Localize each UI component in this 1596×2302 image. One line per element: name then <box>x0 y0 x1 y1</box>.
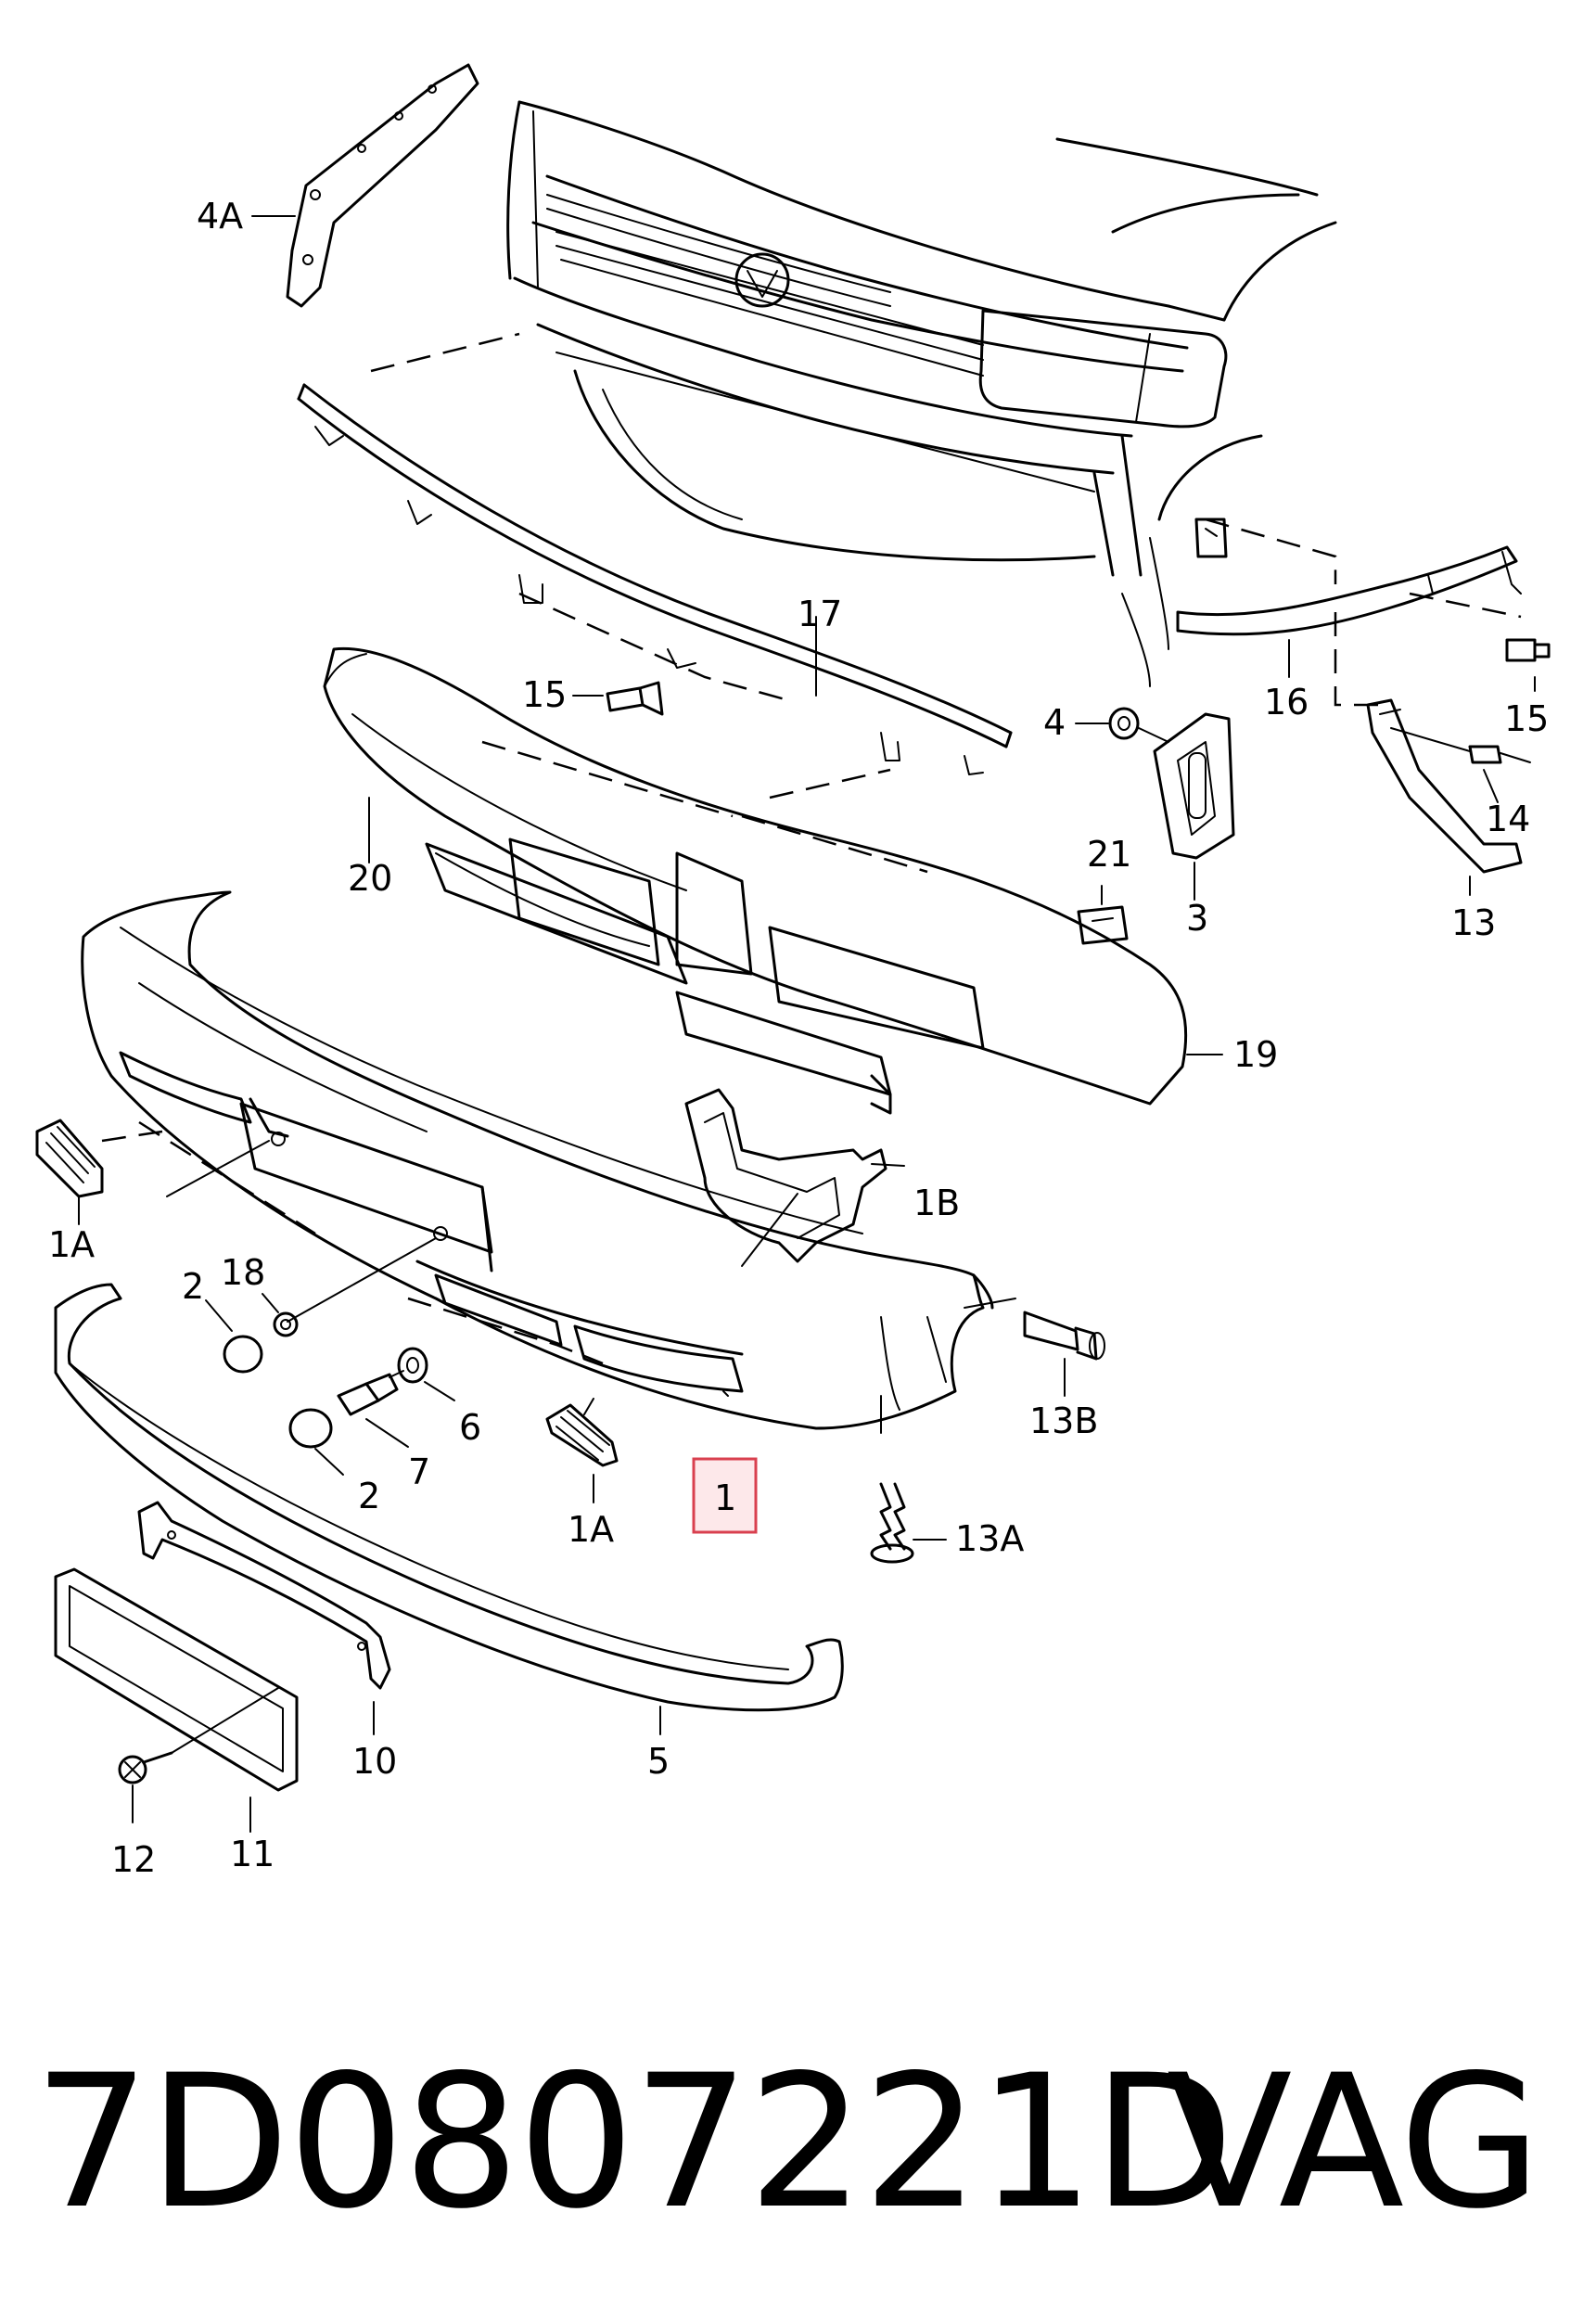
screw-12 <box>118 1687 279 1823</box>
bracket-3 <box>1153 712 1235 901</box>
highlight-box <box>692 1457 758 1534</box>
label-20: 20 <box>348 858 392 899</box>
exploded-parts-diagram: 4A 17 15 4 16 15 14 3 13 20 21 19 1B 1A … <box>35 63 1551 1880</box>
bolt-15-left <box>572 681 664 716</box>
plate-frame-11 <box>54 1567 299 1833</box>
label-4: 4 <box>1043 702 1066 743</box>
footer-caption: 7D0807221D VAG <box>33 2027 1573 2258</box>
label-15-left: 15 <box>522 674 567 715</box>
label-12: 12 <box>111 1839 156 1880</box>
grille-1a-right <box>545 1398 619 1503</box>
label-21: 21 <box>1087 834 1131 875</box>
label-2-lower: 2 <box>358 1476 380 1516</box>
plate-holder-10 <box>137 1501 391 1735</box>
grille-1a-left <box>35 1119 163 1225</box>
label-19: 19 <box>1233 1034 1278 1075</box>
grommet-4 <box>1075 707 1169 743</box>
washer-6 <box>397 1347 455 1401</box>
label-1a-right: 1A <box>568 1509 614 1550</box>
label-4a: 4A <box>197 196 243 237</box>
bracket-1b <box>684 1088 905 1267</box>
bolt-7 <box>337 1370 409 1448</box>
brand-name: VAG <box>1167 2035 1541 2249</box>
label-13b: 13B <box>1029 1400 1098 1441</box>
label-17: 17 <box>798 594 842 634</box>
callout-labels: 4A 17 15 4 16 15 14 3 13 20 21 19 1B 1A … <box>48 196 1549 1880</box>
bumper-shell-20 <box>323 646 1223 1115</box>
impact-bar-17 <box>297 332 1013 775</box>
vehicle-front <box>506 100 1337 687</box>
label-15-right: 15 <box>1504 698 1549 739</box>
label-1b: 1B <box>913 1183 960 1223</box>
spoiler-strip-5 <box>54 1283 844 1735</box>
bracket-4a <box>251 63 479 308</box>
bolt-13b <box>1023 1311 1105 1397</box>
bolt-15-right <box>1505 638 1551 692</box>
clip-21 <box>1077 885 1129 945</box>
label-13a: 13A <box>955 1518 1024 1559</box>
label-2-upper: 2 <box>182 1266 204 1307</box>
label-10: 10 <box>352 1741 397 1782</box>
rivet-13a <box>870 1482 947 1564</box>
label-18: 18 <box>221 1252 265 1293</box>
label-1: 1 <box>714 1477 736 1518</box>
bumper-cover-1 <box>81 890 1016 1434</box>
cap-2-upper <box>205 1299 263 1374</box>
label-16: 16 <box>1264 682 1309 723</box>
trim-16 <box>1176 518 1522 707</box>
label-3: 3 <box>1186 898 1208 939</box>
label-13: 13 <box>1451 902 1496 943</box>
cap-2-lower <box>288 1408 344 1476</box>
label-6: 6 <box>459 1407 481 1448</box>
screw-18 <box>262 1293 299 1337</box>
label-1a-left: 1A <box>48 1224 95 1265</box>
label-5: 5 <box>647 1741 670 1782</box>
label-11: 11 <box>230 1834 275 1874</box>
screw-14 <box>1390 727 1531 803</box>
label-7: 7 <box>408 1452 430 1492</box>
bracket-13 <box>1366 698 1523 896</box>
label-14: 14 <box>1486 799 1530 839</box>
part-number: 7D0807221D <box>33 2035 1234 2249</box>
